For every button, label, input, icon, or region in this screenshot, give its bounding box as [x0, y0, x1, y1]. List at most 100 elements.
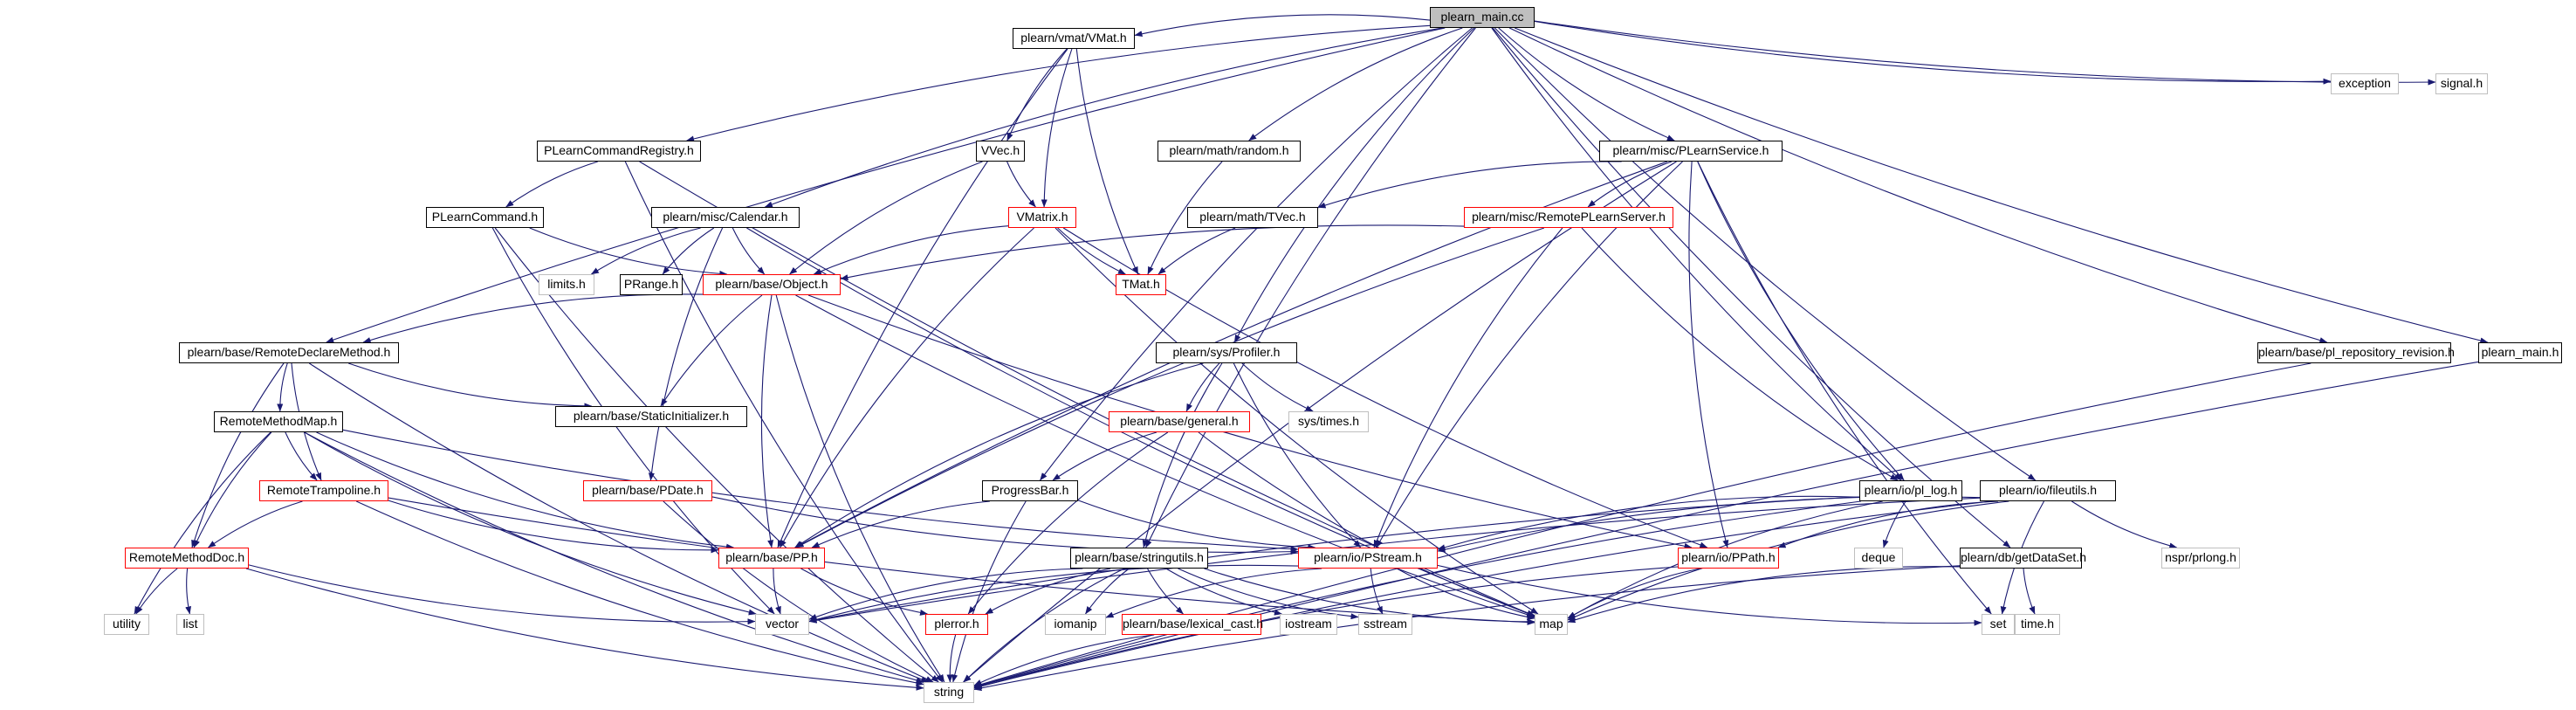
graph-node-plearncommand-h[interactable]: PLearnCommand.h: [426, 207, 544, 228]
graph-node-time-h: time.h: [2015, 614, 2060, 635]
graph-node-plearn-base-pp-h[interactable]: plearn/base/PP.h: [718, 548, 825, 569]
include-edge-n32-to-n42: [1085, 568, 1130, 615]
include-edge-n28-to-n40: [808, 496, 1860, 624]
graph-node-plearn-base-pl-repository-revision-h[interactable]: plearn/base/pl_repository_revision.h: [2257, 342, 2455, 363]
include-edge-n27-to-n49: [951, 500, 1027, 683]
include-edge-n0-to-n27: [1040, 27, 1473, 481]
include-edge-n28-to-n33: [1437, 495, 1860, 551]
graph-node-string: string: [924, 682, 974, 703]
include-edge-n22-to-n49: [304, 431, 924, 684]
include-edge-n28-to-n34: [1882, 500, 1906, 548]
include-edge-n0-to-n29: [1494, 27, 2037, 481]
include-edge-n27-to-n33: [1077, 500, 1316, 551]
graph-node-plearn-base-lexical-cast-h[interactable]: plearn/base/lexical_cast.h: [1122, 614, 1263, 635]
include-edge-n12-to-n33: [1373, 227, 1563, 548]
include-edge-n0-to-n28: [1491, 27, 1902, 481]
include-edge-n9-to-n14: [662, 227, 715, 275]
include-edge-n12-to-n15: [840, 224, 1465, 281]
graph-node-prange-h[interactable]: PRange.h: [620, 274, 683, 295]
graph-node-progressbar-h[interactable]: ProgressBar.h: [982, 480, 1078, 501]
include-edge-n7-to-n12: [1587, 161, 1673, 208]
include-edge-n29-to-n46: [1567, 500, 2009, 621]
include-edge-n0-to-n3: [1534, 20, 2436, 86]
include-edge-n18-to-n23: [1185, 362, 1220, 412]
include-edge-n33-to-n42: [1105, 568, 1322, 618]
include-edge-n32-to-n40: [808, 568, 1083, 620]
include-edge-n7-to-n35: [1688, 161, 1729, 548]
include-edge-n9-to-n15: [732, 227, 766, 275]
include-edge-n26-to-n46: [388, 497, 1535, 625]
include-edge-n9-to-n25: [648, 227, 724, 481]
include-edge-n0-to-n2: [1534, 20, 2332, 85]
graph-node-remotemethodmap-h[interactable]: RemoteMethodMap.h: [214, 411, 343, 432]
graph-node-plearn-io-ppath-h[interactable]: plearn/io/PPath.h: [1678, 548, 1779, 569]
graph-node-vmatrix-h[interactable]: VMatrix.h: [1008, 207, 1076, 228]
graph-node-plearn-misc-plearnservice-h[interactable]: plearn/misc/PLearnService.h: [1599, 141, 1783, 162]
include-edge-n4-to-n49: [624, 161, 944, 683]
graph-node-sys-times-h: sys/times.h: [1288, 411, 1369, 432]
graph-node-plearn-misc-remoteplearnserver-h[interactable]: plearn/misc/RemotePLearnServer.h: [1464, 207, 1673, 228]
include-edge-n5-to-n15: [789, 161, 983, 275]
include-edge-n15-to-n49: [775, 294, 945, 683]
include-edge-n7-to-n47: [1697, 161, 1992, 615]
graph-node-deque: deque: [1854, 548, 1903, 569]
graph-node-plerror-h[interactable]: plerror.h: [925, 614, 988, 635]
include-edge-n23-to-n46: [1198, 431, 1535, 617]
graph-node-plearn-math-random-h[interactable]: plearn/math/random.h: [1157, 141, 1301, 162]
graph-node-utility: utility: [104, 614, 149, 635]
include-edge-n37-to-n46: [1567, 566, 1961, 624]
include-edge-n26-to-n49: [355, 500, 924, 686]
graph-node-plearn-base-pdate-h[interactable]: plearn/base/PDate.h: [583, 480, 712, 501]
include-edge-n10-to-n15: [813, 225, 1009, 275]
graph-node-plearn-io-pl-log-h[interactable]: plearn/io/pl_log.h: [1859, 480, 1962, 501]
graph-node-plearncommandregistry-h[interactable]: PLearnCommandRegistry.h: [537, 141, 701, 162]
include-edge-n22-to-n26: [285, 431, 318, 481]
graph-node-plearn-io-fileutils-h[interactable]: plearn/io/fileutils.h: [1980, 480, 2116, 501]
graph-node-plearn-base-general-h[interactable]: plearn/base/general.h: [1109, 411, 1250, 432]
include-edge-n30-to-n38: [135, 568, 178, 615]
include-edge-n27-to-n31: [811, 500, 990, 548]
include-edge-n0-to-n9: [764, 27, 1443, 208]
graph-node-tmat-h[interactable]: TMat.h: [1116, 274, 1166, 295]
include-edge-n12-to-n31: [795, 227, 1545, 548]
graph-node-plearn-math-tvec-h[interactable]: plearn/math/TVec.h: [1187, 207, 1318, 228]
include-edge-n17-to-n49: [309, 362, 930, 683]
include-edge-n33-to-n45: [1370, 568, 1384, 615]
graph-node-plearn-base-stringutils-h[interactable]: plearn/base/stringutils.h: [1070, 548, 1208, 569]
graph-node-vvec-h[interactable]: VVec.h: [976, 141, 1025, 162]
graph-node-plearn-main-h[interactable]: plearn_main.h: [2478, 342, 2562, 363]
include-edge-n8-to-n49: [494, 227, 939, 683]
include-edge-n17-to-n22: [277, 362, 288, 412]
include-edge-n0-to-n37: [1492, 27, 2011, 548]
include-edge-n26-to-n31: [388, 500, 719, 554]
include-edge-n4-to-n8: [505, 161, 598, 208]
graph-node-iostream: iostream: [1280, 614, 1337, 635]
graph-node-map: map: [1535, 614, 1568, 635]
include-edge-n0-to-n19: [1508, 27, 2328, 343]
include-edge-n22-to-n30: [193, 431, 272, 548]
include-edge-n10-to-n31: [780, 227, 1034, 548]
graph-node-remotetrampoline-h[interactable]: RemoteTrampoline.h: [259, 480, 388, 501]
graph-node-plearn-sys-profiler-h[interactable]: plearn/sys/Profiler.h: [1156, 342, 1297, 363]
include-edge-n35-to-n49: [973, 566, 1679, 690]
include-edge-n7-to-n11: [1317, 161, 1622, 209]
include-edge-n10-to-n16: [1057, 227, 1126, 275]
graph-node-plearn-base-staticinitializer-h[interactable]: plearn/base/StaticInitializer.h: [555, 406, 747, 427]
graph-node-sstream: sstream: [1358, 614, 1412, 635]
include-edge-n0-to-n4: [686, 24, 1431, 142]
include-edge-n12-to-n28: [1581, 227, 1899, 481]
include-edge-n37-to-n49: [973, 565, 1961, 692]
graph-node-plearn-vmat-vmat-h[interactable]: plearn/vmat/VMat.h: [1013, 28, 1135, 49]
graph-node-plearn-base-remotedeclaremethod-h[interactable]: plearn/base/RemoteDeclareMethod.h: [179, 342, 399, 363]
include-edge-n30-to-n49: [245, 568, 924, 691]
graph-node-plearn-main-cc[interactable]: plearn_main.cc: [1430, 7, 1535, 28]
graph-node-plearn-misc-calendar-h[interactable]: plearn/misc/Calendar.h: [651, 207, 800, 228]
include-edge-n6-to-n16: [1147, 161, 1223, 275]
graph-node-remotemethoddoc-h[interactable]: RemoteMethodDoc.h: [125, 548, 249, 569]
graph-node-plearn-db-getdataset-h[interactable]: plearn/db/getDataSet.h: [1960, 548, 2086, 569]
include-edge-n0-to-n20: [1514, 27, 2489, 344]
graph-node-plearn-io-pstream-h[interactable]: plearn/io/PStream.h: [1298, 548, 1438, 569]
include-edge-n22-to-n31: [316, 431, 734, 550]
include-edge-n18-to-n33: [1233, 362, 1362, 548]
graph-node-plearn-base-object-h[interactable]: plearn/base/Object.h: [703, 274, 841, 295]
